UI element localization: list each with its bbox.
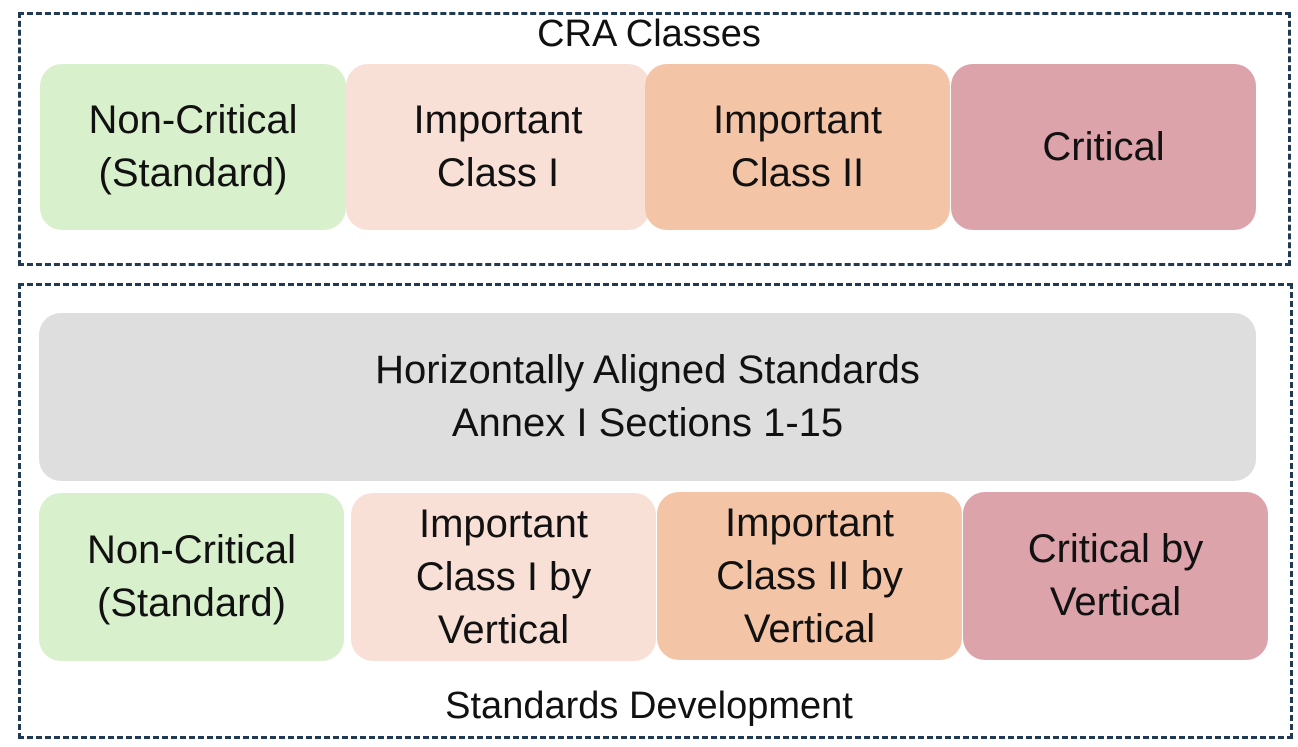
standards-development-frame — [18, 283, 1293, 739]
cra-class-critical: Critical — [951, 64, 1256, 230]
vertical-standard-important-i: Important Class I by Vertical — [351, 493, 656, 661]
standards-development-title: Standards Development — [445, 685, 853, 727]
horizontal-standards-label: Horizontally Aligned Standards Annex I S… — [375, 348, 920, 445]
vertical-standard-critical: Critical by Vertical — [963, 492, 1268, 660]
vertical-standard-label: Non-Critical (Standard) — [87, 528, 296, 625]
vertical-standard-label: Important Class I by Vertical — [415, 501, 592, 652]
cra-classes-frame — [18, 12, 1291, 266]
cra-class-label: Non-Critical (Standard) — [88, 98, 298, 195]
cra-class-important-ii: Important Class II — [645, 64, 950, 230]
cra-class-non-critical: Non-Critical (Standard) — [40, 64, 346, 230]
vertical-standard-label: Important Class II by Vertical — [716, 500, 903, 651]
cra-class-label: Critical — [1042, 124, 1165, 169]
vertical-standard-important-ii: Important Class II by Vertical — [657, 492, 962, 660]
cra-class-label: Important Class II — [713, 98, 882, 195]
vertical-standard-non-critical: Non-Critical (Standard) — [39, 493, 344, 661]
vertical-standard-label: Critical by Vertical — [1027, 527, 1204, 624]
cra-class-important-i: Important Class I — [346, 64, 650, 230]
horizontal-standards-box: Horizontally Aligned Standards Annex I S… — [39, 313, 1256, 481]
cra-classes-title: CRA Classes — [537, 13, 761, 55]
cra-class-label: Important Class I — [413, 98, 583, 195]
